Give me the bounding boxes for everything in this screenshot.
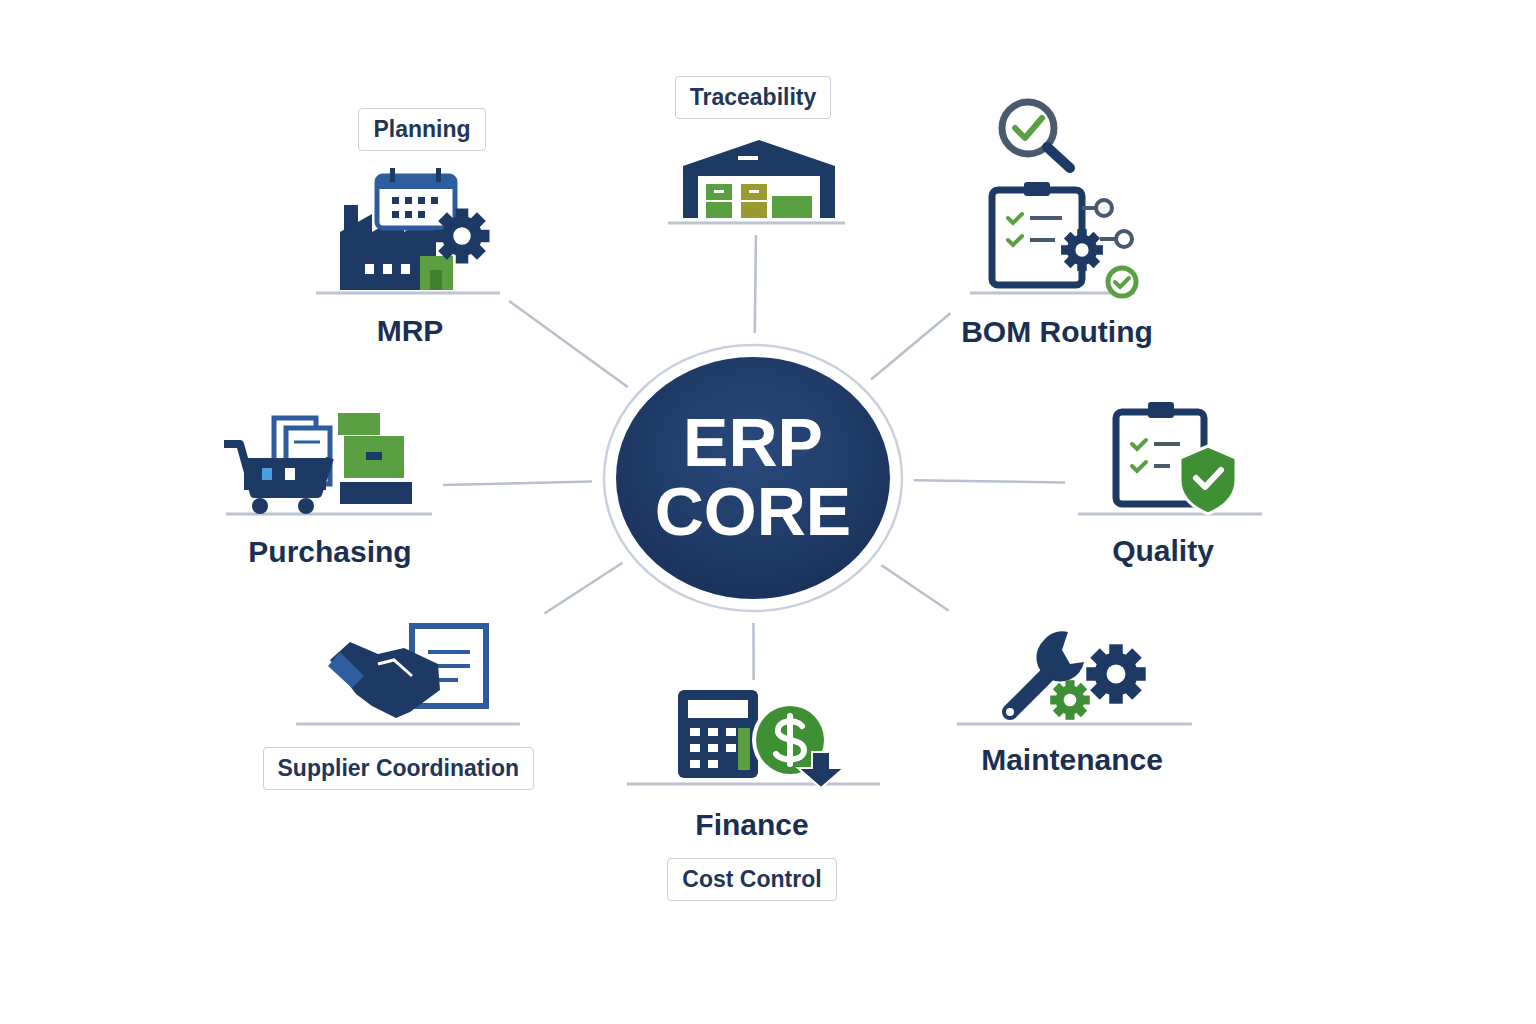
module-label: Finance xyxy=(695,808,808,842)
module-group: Purchasing xyxy=(222,405,433,570)
tag-label: Planning xyxy=(358,108,485,151)
tag-label: Cost Control xyxy=(667,858,836,901)
spoke-line xyxy=(871,313,950,379)
module-label: Quality xyxy=(1112,534,1214,568)
module-group: Maintenance xyxy=(957,615,1193,778)
spoke-line xyxy=(882,565,949,611)
module-group: Traceability xyxy=(668,72,846,225)
core-ellipse: ERP CORE xyxy=(602,343,904,613)
spoke-line xyxy=(752,623,755,680)
module-group: Supplier Coordination xyxy=(271,618,536,792)
calculator-icon xyxy=(678,690,844,788)
bom-routing-icon xyxy=(992,102,1136,296)
handshake-icon xyxy=(328,626,486,718)
module-label: MRP xyxy=(377,314,444,348)
module-group: FinanceCost Control xyxy=(627,690,881,902)
tag-label: Traceability xyxy=(675,76,832,119)
spoke-line xyxy=(755,235,756,333)
icon-baselines xyxy=(226,223,1262,784)
spoke-line xyxy=(914,480,1065,482)
spoke-line xyxy=(509,301,628,387)
module-label: Purchasing xyxy=(248,535,411,569)
spoke-line xyxy=(544,563,622,614)
module-label: Maintenance xyxy=(981,743,1163,777)
cart-icon xyxy=(224,413,412,514)
module-group: BOM Routing xyxy=(958,95,1160,350)
core-title: ERP CORE xyxy=(653,408,853,547)
maintenance-icon xyxy=(1006,631,1146,719)
spoke-line xyxy=(443,482,592,485)
tag-label: Supplier Coordination xyxy=(263,747,535,790)
module-group: Quality xyxy=(1075,398,1263,570)
factory-icon xyxy=(340,168,490,290)
module-group: PlanningMRP xyxy=(315,105,501,350)
quality-icon xyxy=(1116,402,1236,514)
module-label: BOM Routing xyxy=(961,315,1153,349)
warehouse-icon xyxy=(683,140,835,218)
